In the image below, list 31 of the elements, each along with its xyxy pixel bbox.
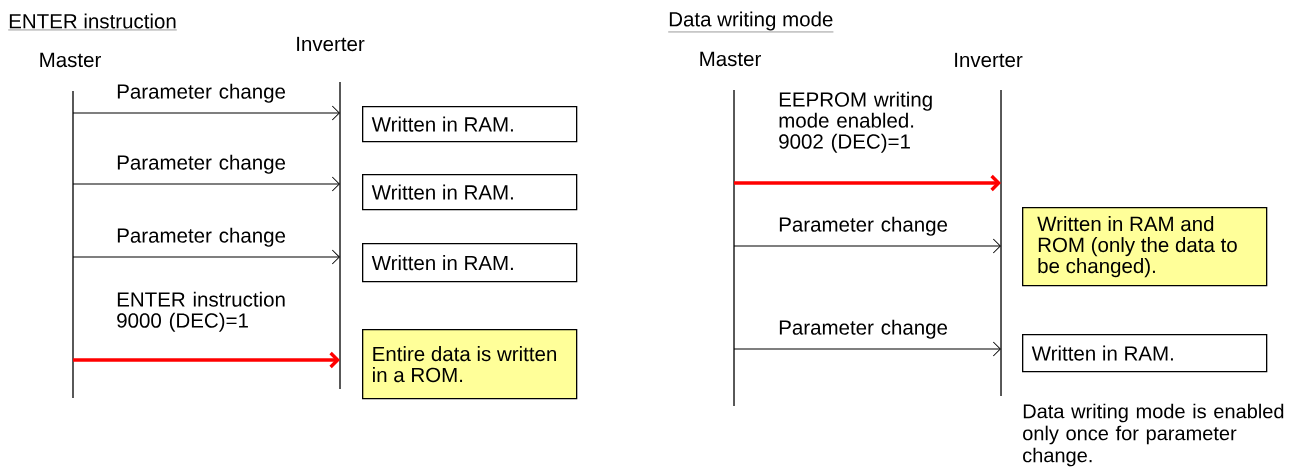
arrow bbox=[733, 238, 1001, 254]
edge-label: Parameter change bbox=[779, 216, 948, 236]
note-box: Written in RAM. bbox=[362, 174, 578, 211]
lifeline-label: Master bbox=[40, 52, 101, 68]
edge-label: ENTER instruction 9000 (DEC)=1 bbox=[117, 291, 285, 332]
arrow bbox=[72, 105, 340, 121]
note-box: Written in RAM. bbox=[1022, 334, 1268, 373]
lifeline bbox=[72, 90, 74, 399]
note-box: Written in RAM and ROM (only the data to be changed). bbox=[1022, 207, 1268, 287]
lifeline-label: Inverter bbox=[955, 52, 1023, 68]
section-heading: Data writing mode bbox=[668, 11, 834, 33]
edge-label: Parameter change bbox=[117, 227, 286, 247]
lifeline bbox=[733, 89, 735, 407]
section-heading: ENTER instruction bbox=[8, 13, 177, 31]
lifeline bbox=[339, 81, 341, 390]
edge-label: Parameter change bbox=[117, 83, 286, 103]
lifeline bbox=[1000, 89, 1002, 397]
arrow bbox=[72, 249, 340, 265]
edge-label: EEPROM writing mode enabled. 9002 (DEC)=1 bbox=[779, 91, 932, 153]
edge-label: Parameter change bbox=[779, 319, 948, 339]
arrow bbox=[734, 174, 1001, 192]
edge-label: Parameter change bbox=[117, 154, 286, 174]
note-box: Written in RAM. bbox=[362, 106, 578, 143]
lifeline-label: Master bbox=[700, 51, 761, 67]
lifeline-label: Inverter bbox=[297, 36, 365, 52]
note-text: Data writing mode is enabled only once for parameter change. bbox=[1023, 403, 1284, 467]
note-box: Entire data is written in a ROM. bbox=[362, 329, 578, 400]
note-box: Written in RAM. bbox=[362, 243, 578, 283]
arrow bbox=[72, 176, 340, 192]
arrow bbox=[73, 351, 340, 369]
arrow bbox=[733, 341, 1001, 357]
